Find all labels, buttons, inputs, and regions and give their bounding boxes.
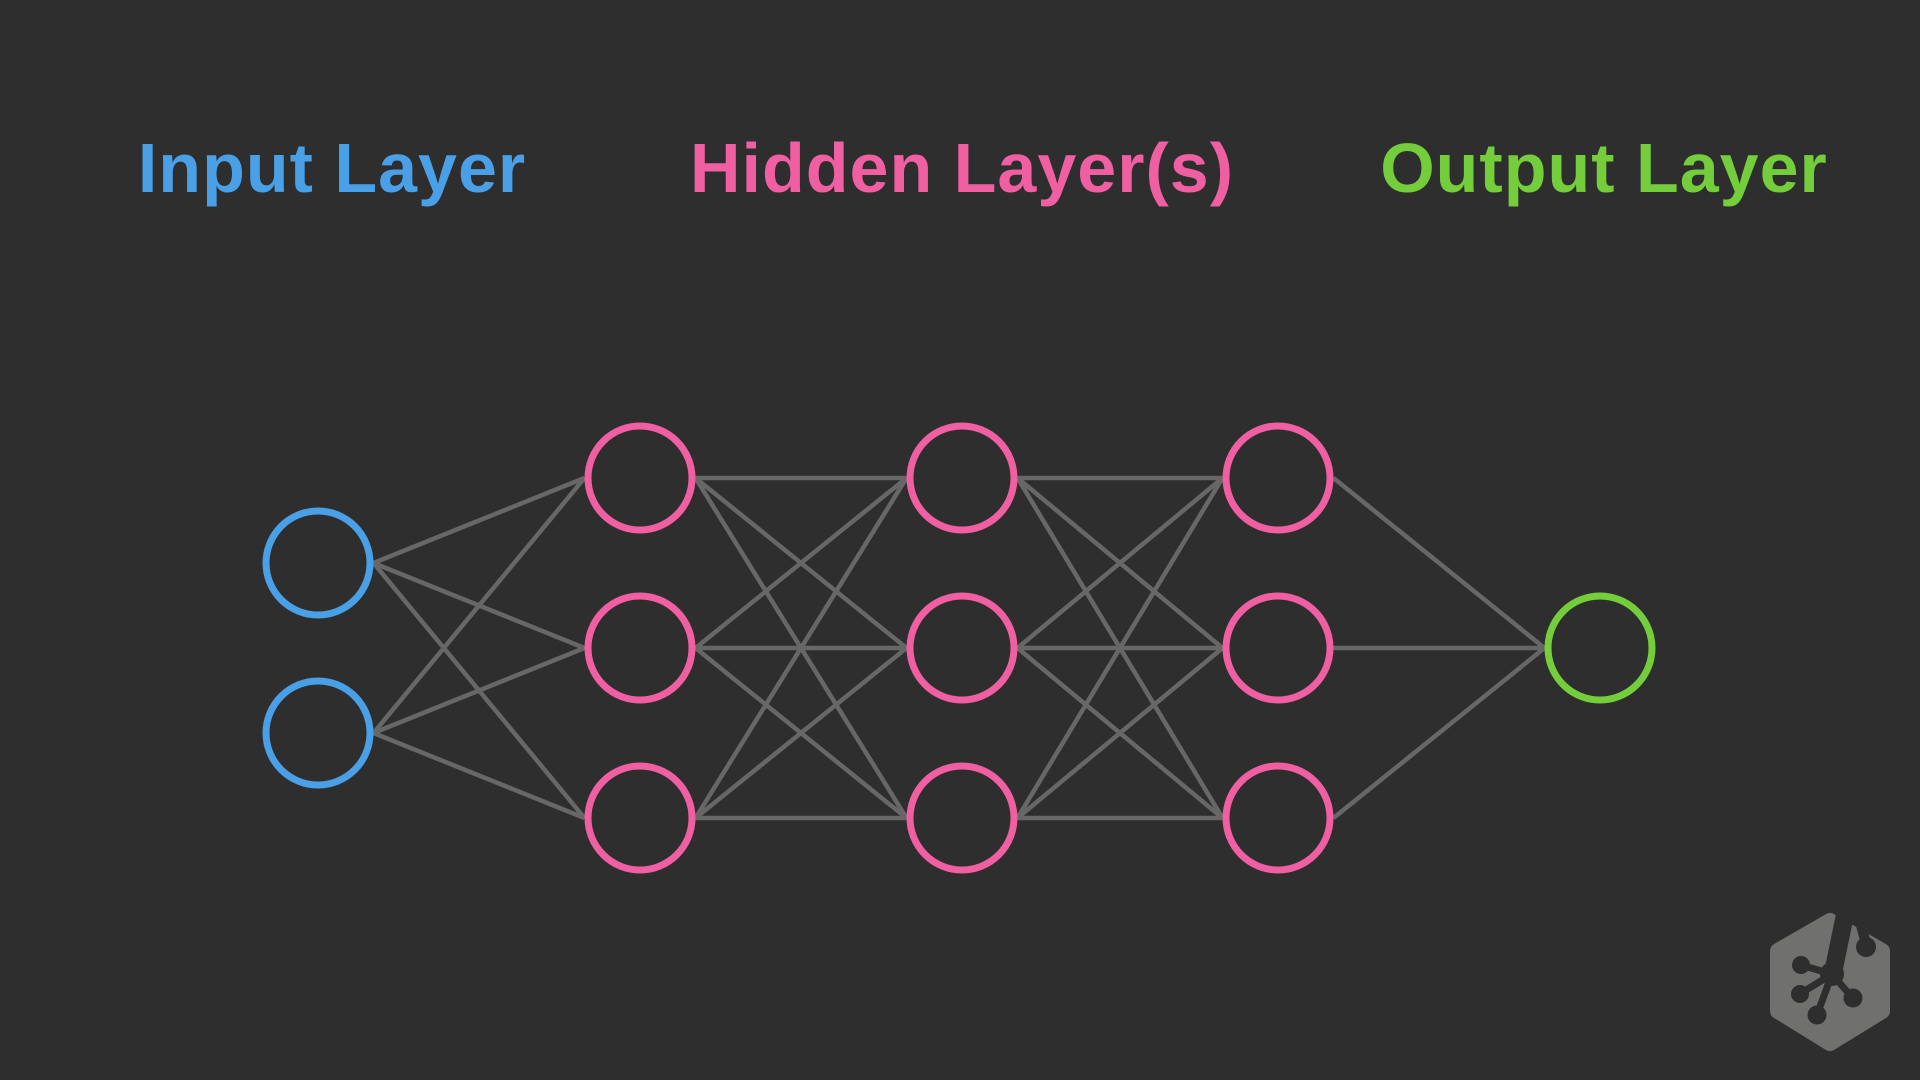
connection-line	[371, 476, 587, 735]
output-node	[1544, 592, 1656, 704]
connection-line	[694, 646, 908, 820]
connection-line	[1015, 476, 1225, 820]
connection-line	[1016, 476, 1224, 650]
hidden-node	[584, 422, 696, 534]
input-node	[262, 507, 374, 619]
hidden-node	[906, 762, 1018, 874]
connection-line	[1016, 646, 1224, 820]
connection-line	[372, 645, 586, 736]
hidden-node	[1222, 762, 1334, 874]
hidden-node	[906, 592, 1018, 704]
gecko-foot-icon	[1791, 906, 1876, 1025]
output-layer-title: Output Layer	[1380, 129, 1828, 207]
connection-line	[694, 476, 908, 650]
hidden-node	[906, 422, 1018, 534]
hidden-node	[584, 592, 696, 704]
hidden-node	[1222, 592, 1334, 704]
gecko-foot-logo	[1770, 906, 1890, 1051]
connection-line	[1332, 476, 1546, 650]
connection-line	[372, 730, 586, 821]
hidden-node	[584, 762, 696, 874]
connection-line	[693, 476, 909, 820]
hidden-node	[1222, 422, 1334, 534]
input-node	[262, 677, 374, 789]
connection-line	[1332, 646, 1546, 820]
hidden-layer-title: Hidden Layer(s)	[690, 129, 1234, 207]
input-layer-title: Input Layer	[137, 129, 527, 207]
connection-line	[372, 475, 586, 566]
